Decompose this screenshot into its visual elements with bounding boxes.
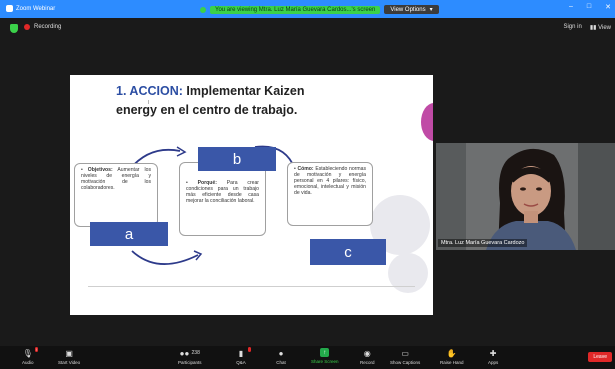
viewing-screen-text: You are viewing Mtra. Luz María Guevara … bbox=[210, 5, 381, 14]
start-video-label: Start Video bbox=[58, 360, 81, 365]
participants-count: 238 bbox=[191, 350, 200, 356]
why-text: Para crear condiciones para un trabajo m… bbox=[186, 180, 259, 205]
tag-c: c bbox=[310, 239, 386, 265]
apps-icon: ✚ bbox=[489, 348, 497, 358]
objectives-heading: Objetivos: bbox=[87, 167, 113, 173]
participants-label: Participants bbox=[178, 360, 202, 365]
qa-label: Q&A bbox=[236, 360, 246, 365]
view-options-button[interactable]: View Options ▾ bbox=[384, 5, 439, 14]
slide-title-rest: Implementar Kaizen bbox=[182, 84, 305, 98]
qa-button[interactable]: ▮ Q&A bbox=[236, 347, 251, 365]
mic-alert-badge: ! bbox=[34, 347, 38, 352]
window-controls: – □ ✕ bbox=[569, 3, 611, 11]
view-menu-label: View bbox=[598, 25, 611, 31]
share-screen-label: Share Screen bbox=[311, 359, 339, 364]
view-options-label: View Options bbox=[390, 6, 426, 13]
apps-button[interactable]: ✚ Apps bbox=[488, 348, 499, 366]
recording-label: Recording bbox=[34, 24, 62, 30]
record-label: Record bbox=[360, 360, 375, 365]
text-cursor-mark: I bbox=[148, 100, 150, 106]
share-screen-button[interactable]: ↑ Share Screen bbox=[311, 348, 339, 364]
why-heading: Porqué: bbox=[197, 180, 217, 186]
decorative-pink-shape bbox=[421, 103, 433, 141]
recording-indicator[interactable]: Recording bbox=[24, 24, 61, 30]
chevron-down-icon: ▾ bbox=[429, 7, 433, 13]
leave-button[interactable]: Leave bbox=[588, 352, 612, 362]
sign-in-link[interactable]: Sign in bbox=[563, 24, 582, 30]
share-status-icon bbox=[200, 6, 206, 13]
security-shield-icon[interactable] bbox=[10, 24, 18, 33]
maximize-button[interactable]: □ bbox=[586, 3, 592, 10]
arrow-bottom-curve bbox=[131, 250, 203, 265]
participants-icon: ●● 238 bbox=[179, 348, 200, 358]
record-icon: ◉ bbox=[363, 348, 371, 358]
video-camera-off-icon: ▣ bbox=[65, 348, 73, 358]
meeting-top-strip: Recording Sign in ▮▮ View bbox=[0, 18, 615, 40]
window-title-bar: Zoom Webinar You are viewing Mtra. Luz M… bbox=[0, 0, 615, 18]
qa-alert-badge bbox=[247, 347, 251, 352]
show-captions-label: Show Captions bbox=[390, 360, 421, 365]
why-box: • Porqué: Para crear condiciones para un… bbox=[179, 162, 266, 236]
recording-dot-icon bbox=[24, 24, 30, 30]
slide-title-line1: 1. ACCION: Implementar Kaizen bbox=[116, 84, 304, 98]
app-title: Zoom Webinar bbox=[6, 5, 55, 12]
participants-button[interactable]: ●● 238 Participants bbox=[178, 348, 202, 366]
objectives-box: • Objetivos: Aumentar los niveles de ene… bbox=[74, 163, 158, 227]
view-menu-button[interactable]: ▮▮ View bbox=[589, 25, 611, 31]
raise-hand-button[interactable]: ✋ Raise Hand bbox=[440, 348, 464, 366]
raise-hand-label: Raise Hand bbox=[440, 360, 464, 365]
meeting-toolbar: 🎙! Audio ▣ Start Video ●● 238 Participan… bbox=[0, 346, 615, 369]
show-captions-button[interactable]: ▭ Show Captions bbox=[390, 348, 421, 366]
audio-label: Audio bbox=[22, 360, 34, 365]
chat-bubble-icon: ● bbox=[278, 348, 284, 358]
share-screen-arrow-icon: ↑ bbox=[320, 348, 330, 357]
close-button[interactable]: ✕ bbox=[605, 4, 611, 11]
microphone-icon: 🎙! bbox=[22, 347, 38, 358]
slide-divider bbox=[88, 286, 415, 287]
slide-title-line2: energy en el centro de trabajo. bbox=[116, 103, 298, 117]
how-heading: Cómo: bbox=[297, 166, 314, 172]
start-video-button[interactable]: ▣ Start Video bbox=[58, 348, 81, 366]
qa-icon: ▮ bbox=[236, 347, 251, 358]
how-box: • Cómo: Estableciendo normas de motivaci… bbox=[287, 162, 373, 226]
app-title-text: Zoom Webinar bbox=[16, 5, 56, 12]
participant-name: Mtra. Luz María Guevara Cardozo bbox=[438, 239, 528, 247]
tag-a: a bbox=[90, 222, 168, 246]
audio-button[interactable]: 🎙! Audio bbox=[22, 347, 38, 365]
objectives-text: Aumentar los niveles de energía y motiva… bbox=[81, 167, 151, 192]
chat-label: Chat bbox=[276, 360, 286, 365]
shared-slide: 1. ACCION: Implementar Kaizen I energy e… bbox=[70, 75, 433, 315]
how-text: Estableciendo normas de motivación y ene… bbox=[294, 166, 366, 197]
top-right-controls: Sign in ▮▮ View bbox=[563, 24, 611, 31]
screen-share-banner: You are viewing Mtra. Luz María Guevara … bbox=[200, 4, 439, 15]
slide-title-accent: 1. ACCION: bbox=[116, 84, 183, 98]
apps-label: Apps bbox=[488, 360, 499, 365]
record-button[interactable]: ◉ Record bbox=[360, 348, 375, 366]
captions-icon: ▭ bbox=[401, 348, 409, 358]
decorative-circle bbox=[388, 253, 428, 293]
tag-b: b bbox=[198, 147, 276, 171]
speaker-video-image bbox=[436, 143, 615, 250]
zoom-logo-icon bbox=[6, 5, 13, 12]
chat-button[interactable]: ● Chat bbox=[276, 348, 286, 366]
raise-hand-icon: ✋ bbox=[446, 348, 457, 358]
minimize-button[interactable]: – bbox=[568, 3, 573, 10]
speaker-video-tile[interactable]: Mtra. Luz María Guevara Cardozo bbox=[436, 143, 615, 250]
